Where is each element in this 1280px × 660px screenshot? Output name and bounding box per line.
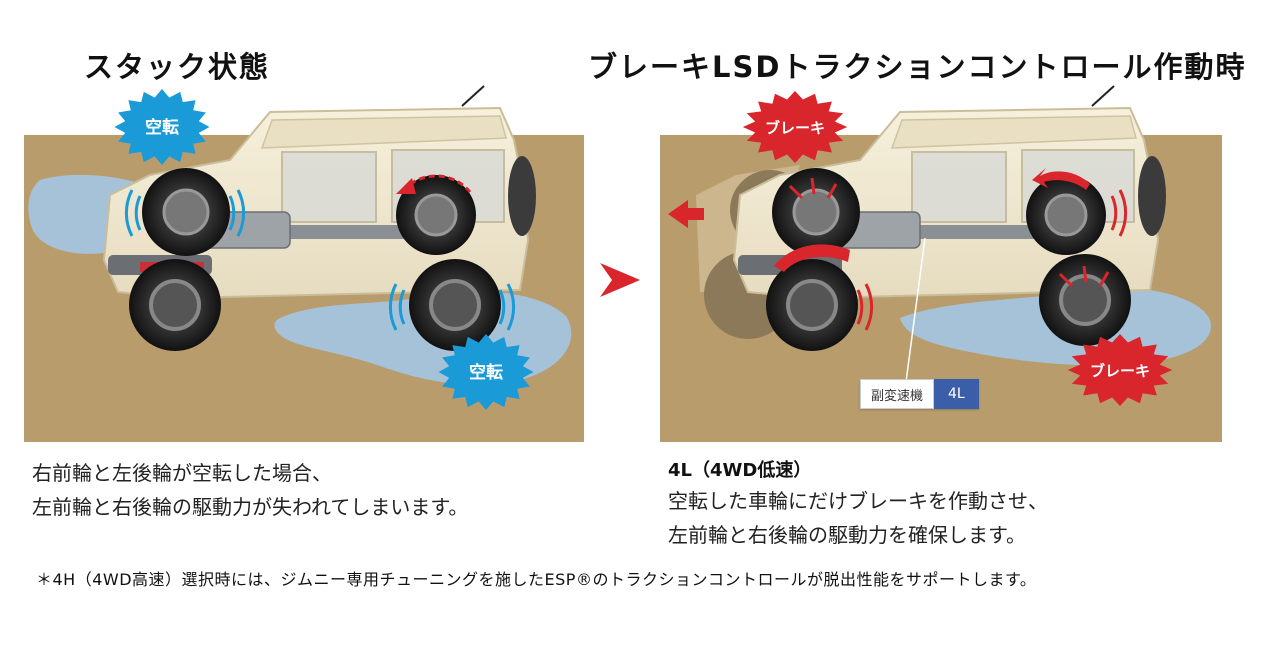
spare-tire xyxy=(508,156,536,236)
left-title: スタック状態 xyxy=(84,50,271,84)
rotation-arrowhead xyxy=(396,178,416,194)
spare-tire xyxy=(1138,156,1166,236)
callout-line xyxy=(905,237,926,383)
right-scene: ブレーキ ブレーキ xyxy=(660,85,1222,442)
left-front-wheel xyxy=(129,259,221,351)
brake-badge-bottom: ブレーキ xyxy=(1067,334,1173,406)
brake-badge-bottom-label: ブレーキ xyxy=(1090,362,1150,380)
right-caption-heading: 4L（4WD低速） xyxy=(668,460,812,481)
traction-indicator xyxy=(856,189,1128,331)
illustration-canvas: 空転 空転 xyxy=(24,85,1222,442)
sub-transmission-value: 4L xyxy=(934,379,979,409)
right-caption-line: 空転した車輪にだけブレーキを作動させ、 xyxy=(668,489,1048,513)
spin-indicator xyxy=(124,189,516,331)
brake-badge-top: ブレーキ xyxy=(742,91,848,163)
spin-badge-bottom: 空転 xyxy=(438,334,534,410)
forward-arrow-icon xyxy=(668,200,704,228)
transition-arrow-icon xyxy=(600,263,640,297)
left-front-wheel-rear xyxy=(142,168,230,256)
drive-force-arrow xyxy=(774,244,850,272)
brake-badge-top-label: ブレーキ xyxy=(765,119,825,137)
right-front-wheel-rear xyxy=(772,168,860,256)
sub-transmission-tag: 副変速機 4L xyxy=(860,379,979,409)
left-rear-wheel xyxy=(409,259,501,351)
spin-badge-bottom-label: 空転 xyxy=(469,362,503,383)
left-caption-line: 右前輪と左後輪が空転した場合、 xyxy=(32,461,332,485)
rotation-arrow xyxy=(407,174,472,193)
rotation-arrow xyxy=(1032,168,1090,190)
left-scene: 空転 空転 xyxy=(24,85,584,442)
right-rear-wheel-rear xyxy=(1026,175,1106,255)
footnote: ＊4H（4WD高速）選択時には、ジムニー専用チューニングを施したESP®のトラク… xyxy=(36,570,1037,589)
right-caption-line: 左前輪と右後輪の駆動力を確保します。 xyxy=(668,523,1026,547)
spin-badge-top: 空転 xyxy=(114,89,210,165)
spin-badge-top-label: 空転 xyxy=(145,117,179,138)
right-caption: 空転した車輪にだけブレーキを作動させ、 左前輪と右後輪の駆動力を確保します。 xyxy=(668,484,1048,552)
left-rear-wheel-rear xyxy=(396,175,476,255)
right-title: ブレーキLSDトラクションコントロール作動時 xyxy=(588,50,1247,84)
right-front-wheel xyxy=(766,259,858,351)
sub-transmission-label: 副変速機 xyxy=(860,379,935,409)
brake-indicator xyxy=(788,177,1110,288)
left-caption-line: 左前輪と右後輪の駆動力が失われてしまいます。 xyxy=(32,495,469,519)
left-caption: 右前輪と左後輪が空転した場合、 左前輪と右後輪の駆動力が失われてしまいます。 xyxy=(32,456,468,524)
